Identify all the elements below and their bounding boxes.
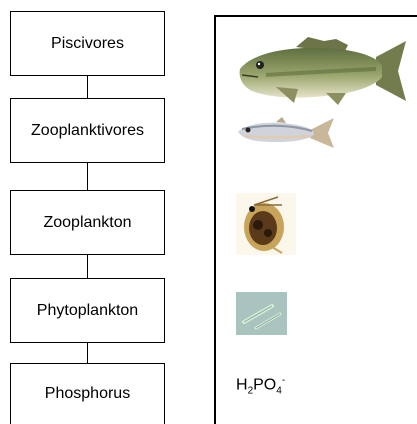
algae-icon	[236, 292, 287, 335]
small-fish-icon	[236, 116, 336, 150]
level-box-zooplankton: Zooplankton	[10, 190, 165, 255]
level-box-phosphorus: Phosphorus	[10, 363, 165, 424]
connector-line	[87, 163, 88, 190]
level-label: Phytoplankton	[37, 302, 138, 320]
connector-line	[87, 76, 88, 98]
level-box-phytoplankton: Phytoplankton	[10, 278, 165, 343]
level-label: Phosphorus	[45, 385, 130, 403]
daphnia-icon	[236, 193, 296, 255]
level-label: Zooplankton	[43, 214, 131, 232]
level-label: Zooplanktivores	[31, 122, 144, 140]
connector-line	[87, 343, 88, 363]
phosphate-formula: H2PO4-	[236, 375, 285, 397]
connector-line	[87, 255, 88, 278]
level-box-zooplanktivores: Zooplanktivores	[10, 98, 165, 163]
level-box-piscivores: Piscivores	[10, 11, 165, 76]
level-label: Piscivores	[51, 35, 124, 53]
bass-icon	[236, 35, 408, 113]
